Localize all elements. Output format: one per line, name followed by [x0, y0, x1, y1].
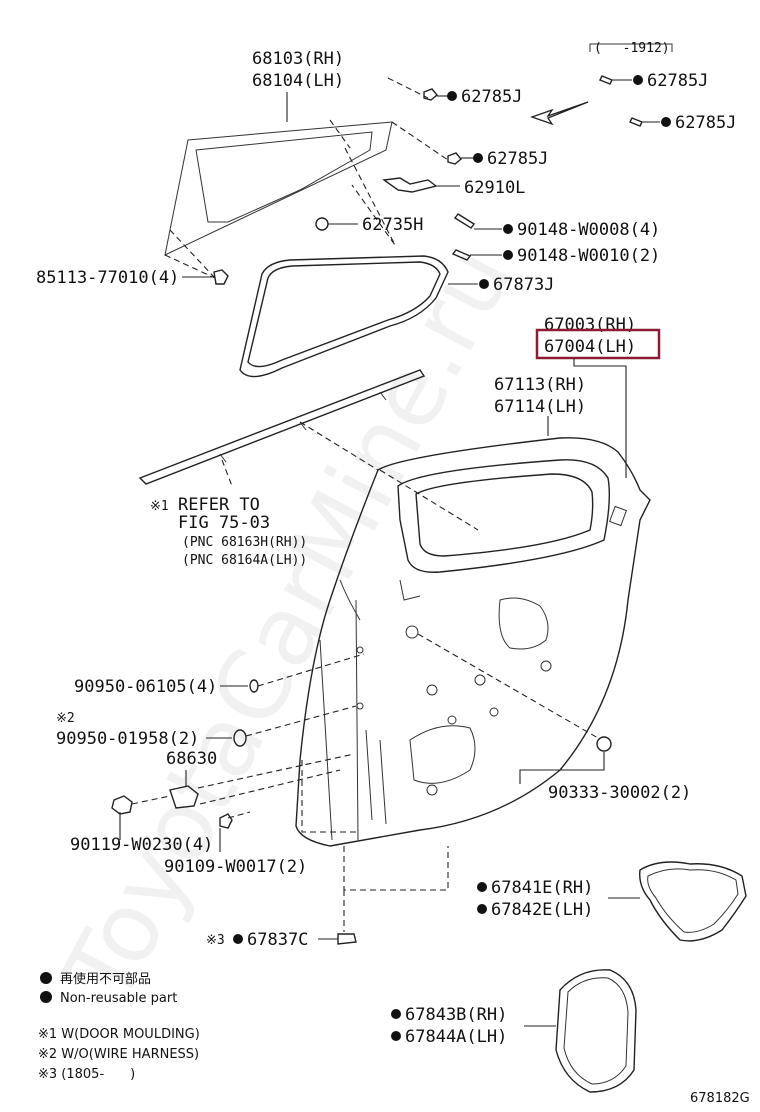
- highlight-box: [535, 328, 661, 360]
- nut-62735h: [315, 217, 358, 231]
- label-67113: 67113(RH): [494, 375, 586, 395]
- dash-box-left: [301, 760, 360, 833]
- note-1: ※1 W(DOOR MOULDING): [38, 1027, 200, 1042]
- refer-line-3: (PNC 68163H(RH)): [182, 535, 307, 550]
- door-check-68630: [169, 753, 355, 809]
- note-mark-3: ※3: [206, 933, 225, 948]
- screw-90148-w0010: [451, 249, 513, 261]
- date-range-top: ( -1912): [594, 41, 670, 56]
- label-90148-w0008: 90148-W0008(4): [517, 220, 660, 240]
- clip-67837c: [318, 933, 357, 945]
- label-67003: 67003(RH): [544, 315, 636, 335]
- bullet-67844a: [391, 1031, 401, 1041]
- label-62910l: 62910L: [464, 178, 525, 198]
- clip-85113: [182, 269, 229, 285]
- bullet-67843b: [391, 1009, 401, 1019]
- label-67843b: 67843B(RH): [405, 1005, 507, 1025]
- legend-en: Non-reusable part: [60, 991, 177, 1006]
- bullet-67842e: [477, 904, 487, 914]
- legend-jp: 再使用不可部品: [60, 971, 151, 987]
- label-90109: 90109-W0017(2): [164, 857, 307, 877]
- arrow-icon: [530, 101, 589, 126]
- label-62785j-1: 62785J: [461, 87, 522, 107]
- legend-bullet-icon: [40, 972, 52, 984]
- label-90950-06105: 90950-06105(4): [74, 677, 217, 697]
- dash-clip-2: [391, 121, 449, 161]
- label-90119: 90119-W0230(4): [70, 835, 213, 855]
- clip-62785j-3: [599, 75, 643, 85]
- label-67842e: 67842E(LH): [491, 900, 593, 920]
- label-67841e: 67841E(RH): [491, 878, 593, 898]
- refer-line-4: (PNC 68164A(LH)): [182, 553, 307, 568]
- screw-90148-w0008: [453, 213, 513, 234]
- clip-62785j-4: [629, 117, 671, 127]
- bracket-62910l: [382, 177, 460, 193]
- service-hole-cover-67841e: [608, 861, 747, 942]
- note-mark-2: ※2: [56, 711, 75, 726]
- note-2: ※2 W/O(WIRE HARNESS): [38, 1047, 199, 1062]
- refer-line-1: REFER TO: [178, 495, 260, 515]
- label-62785j-2: 62785J: [487, 149, 548, 169]
- glass-weatherstrip: [239, 255, 489, 378]
- label-62785j-4: 62785J: [675, 113, 736, 133]
- plug-90950-01958: [206, 705, 357, 747]
- label-90333: 90333-30002(2): [548, 783, 691, 803]
- label-67114: 67114(LH): [494, 397, 586, 417]
- label-67837c: 67837C: [247, 930, 308, 950]
- label-90148-w0010: 90148-W0010(2): [517, 246, 660, 266]
- clip-62785j-1: [423, 88, 457, 101]
- dash-glass-door: [379, 469, 479, 531]
- note-mark-1: ※1: [150, 499, 169, 514]
- label-67004: 67004(LH): [544, 337, 636, 357]
- label-62785j-3: 62785J: [647, 71, 708, 91]
- plug-90950-06105: [220, 653, 365, 693]
- label-68103: 68103(RH): [252, 49, 344, 69]
- label-62735h: 62735H: [362, 215, 423, 235]
- dash-box-bottom: [343, 846, 449, 891]
- door-moulding: [138, 369, 426, 487]
- label-67873j: 67873J: [493, 275, 554, 295]
- dash-moulding-door: [299, 421, 379, 471]
- bullet-67841e: [477, 882, 487, 892]
- leader-67004: [573, 358, 627, 478]
- label-67844a: 67844A(LH): [405, 1027, 507, 1047]
- note-3: ※3 (1805- ): [38, 1067, 135, 1082]
- plug-90333-30002: [417, 633, 612, 784]
- label-85113: 85113-77010(4): [36, 268, 179, 288]
- figure-code: 678182G: [690, 1091, 750, 1106]
- label-68630: 68630: [166, 749, 217, 769]
- refer-line-2: FIG 75-03: [178, 513, 270, 533]
- quarter-window-glass: [164, 119, 393, 279]
- bullet-67837c: [233, 934, 243, 944]
- variant-bracket: [589, 43, 673, 52]
- bolt-90109-w0017: [219, 811, 251, 852]
- watermark: ToyotaCarMine.ru: [41, 228, 534, 1022]
- bolt-90119-w0230: [111, 795, 171, 840]
- legend-bullet-icon-2: [40, 991, 52, 1003]
- service-hole-cover-67843b: [524, 969, 637, 1093]
- dash-clip-1: [387, 77, 429, 99]
- clip-62785j-2: [447, 152, 483, 165]
- rear-door-panel: [295, 437, 651, 847]
- label-68104: 68104(LH): [252, 71, 344, 91]
- label-90950-01958: 90950-01958(2): [56, 729, 199, 749]
